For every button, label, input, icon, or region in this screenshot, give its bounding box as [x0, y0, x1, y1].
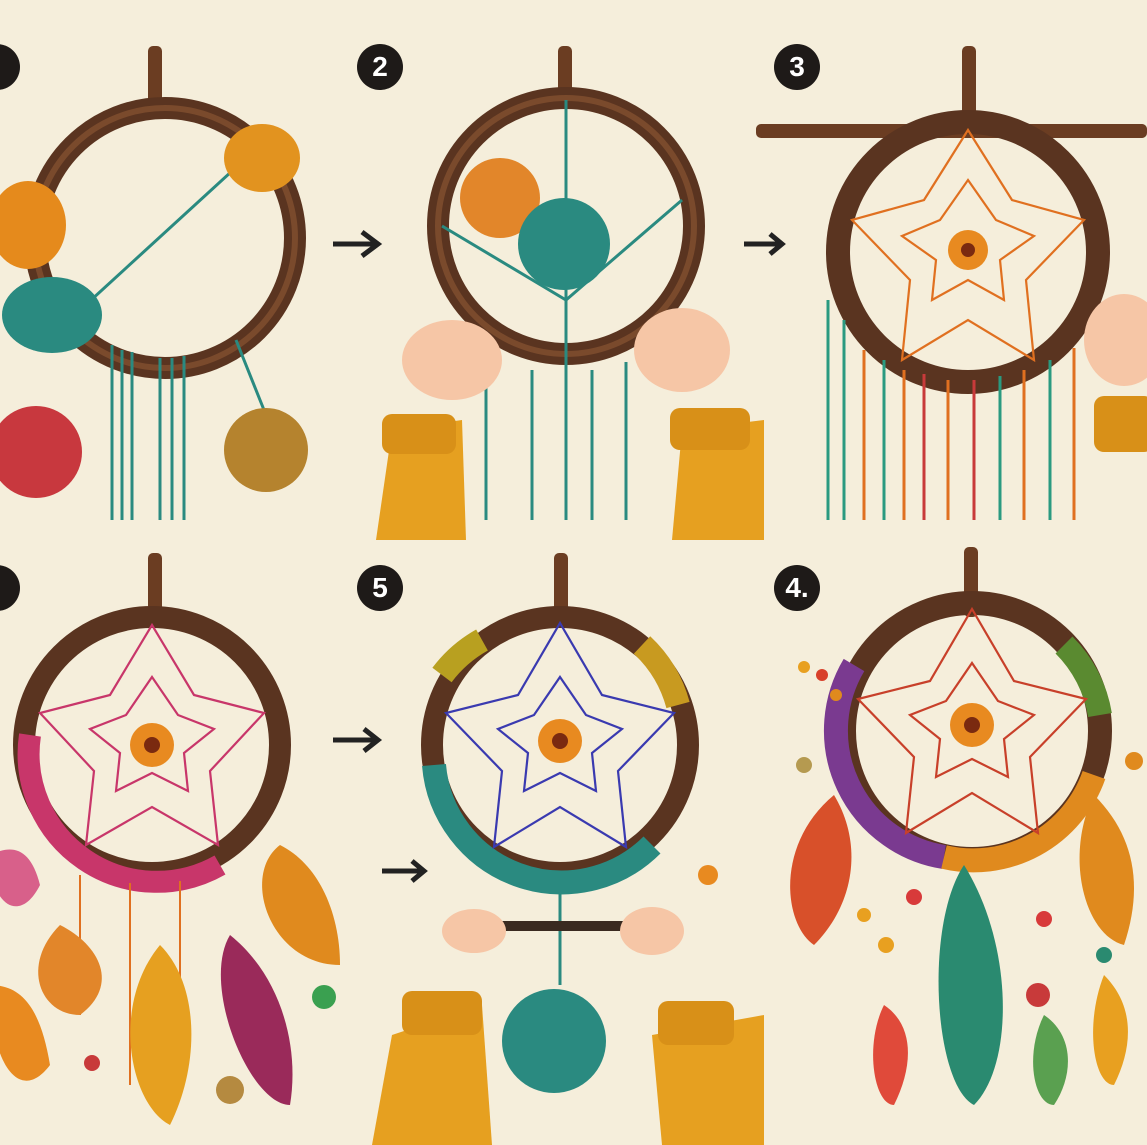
feather-icon [873, 1005, 908, 1105]
feather-icon [1093, 975, 1128, 1085]
step-2-panel: 2 [382, 0, 764, 540]
feather-icon [790, 795, 851, 945]
feather-icon [939, 865, 1003, 1105]
feather-icon [1080, 795, 1134, 945]
step-5-panel: 5 [382, 545, 764, 1085]
step-6-panel: 4. [764, 545, 1146, 1085]
step-1-panel [0, 0, 382, 540]
arrow-right-icon [0, 545, 382, 1145]
arrow-right-icon [382, 0, 764, 540]
step-6-illustration [764, 545, 1147, 1145]
hand-icon [1084, 294, 1147, 452]
arrow-right-icon [0, 0, 382, 540]
step-3-panel: 3 [764, 0, 1146, 540]
arrow-right-icon [382, 545, 764, 1145]
feather-icon [1033, 1015, 1068, 1105]
step-3-illustration [764, 0, 1147, 540]
step-4-panel [0, 545, 382, 1085]
